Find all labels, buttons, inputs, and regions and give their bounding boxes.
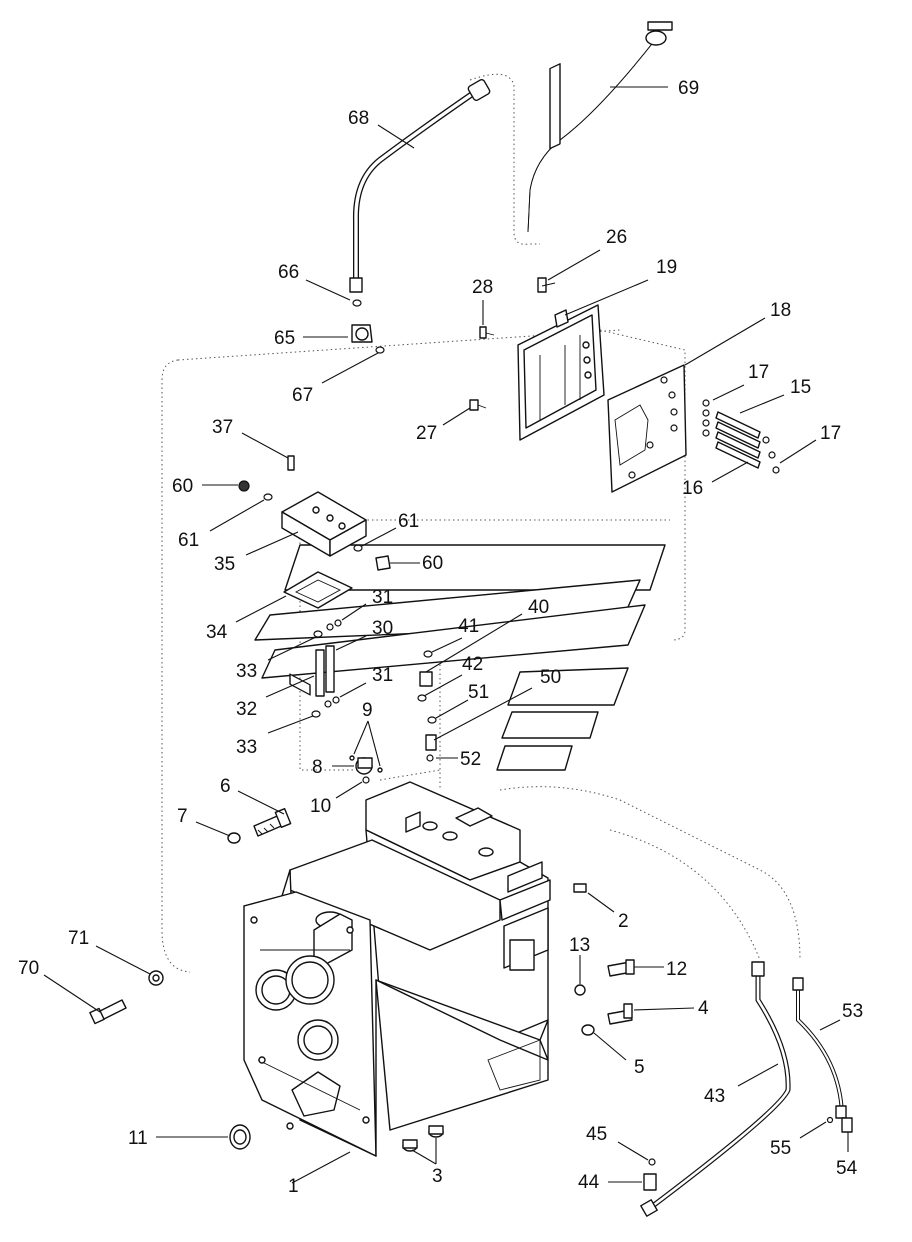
callout-33a: 33 xyxy=(236,661,257,682)
callout-65: 65 xyxy=(274,328,295,349)
callout-15: 15 xyxy=(790,377,811,398)
tubes-30-33 xyxy=(265,603,367,734)
pipe-53 xyxy=(792,977,853,1152)
cover-plate-19 xyxy=(517,63,649,441)
callout-5: 5 xyxy=(634,1057,645,1078)
dipstick-69 xyxy=(527,21,673,233)
pipe-68 xyxy=(349,78,491,293)
callout-42: 42 xyxy=(462,654,483,675)
callout-8: 8 xyxy=(312,757,323,778)
callout-34: 34 xyxy=(206,622,228,643)
callout-60b: 60 xyxy=(422,553,443,574)
callout-67: 67 xyxy=(292,385,313,406)
callout-6: 6 xyxy=(220,776,231,797)
callout-1: 1 xyxy=(288,1176,299,1197)
callout-7: 7 xyxy=(177,806,188,827)
seal-11 xyxy=(156,1124,251,1150)
bolts-2-4-5-12-13 xyxy=(573,883,695,1061)
gasket-34 xyxy=(235,571,353,623)
callout-31a: 31 xyxy=(372,587,393,608)
transmission-housing-1 xyxy=(243,781,551,1184)
callout-12: 12 xyxy=(666,959,687,980)
bolt-6-washer-7 xyxy=(195,790,292,844)
callout-32: 32 xyxy=(236,699,257,720)
callout-70: 70 xyxy=(18,958,39,979)
plugs-3 xyxy=(402,1125,444,1165)
callout-18: 18 xyxy=(770,300,791,321)
callout-10: 10 xyxy=(310,796,331,817)
callout-44: 44 xyxy=(578,1172,600,1193)
callout-4: 4 xyxy=(698,998,709,1019)
callout-2: 2 xyxy=(618,911,629,932)
callout-54: 54 xyxy=(836,1158,858,1179)
callout-69: 69 xyxy=(678,78,699,99)
callout-26: 26 xyxy=(606,227,627,248)
bolt-70-washer-71 xyxy=(43,945,164,1025)
gasket-18 xyxy=(607,317,766,493)
callout-28: 28 xyxy=(472,277,493,298)
callout-55: 55 xyxy=(770,1138,791,1159)
elbow-8-10 xyxy=(332,720,383,799)
callout-31b: 31 xyxy=(372,665,393,686)
fittings-40-52 xyxy=(417,613,533,762)
callout-41: 41 xyxy=(458,616,479,637)
callout-13: 13 xyxy=(569,935,590,956)
callout-43: 43 xyxy=(704,1086,725,1107)
callout-17b: 17 xyxy=(820,423,841,444)
callout-35: 35 xyxy=(214,554,235,575)
fittings-65-66-67 xyxy=(303,279,385,384)
callout-50: 50 xyxy=(540,667,561,688)
callout-16: 16 xyxy=(682,478,703,499)
callout-37: 37 xyxy=(212,417,233,438)
callout-61b: 61 xyxy=(398,511,419,532)
callout-3: 3 xyxy=(432,1166,443,1187)
bolts-26-27-28 xyxy=(442,249,601,426)
callout-40: 40 xyxy=(528,597,549,618)
callout-11: 11 xyxy=(128,1128,148,1149)
callout-45: 45 xyxy=(586,1124,607,1145)
callout-60a: 60 xyxy=(172,476,193,497)
studs-15-16-17 xyxy=(702,384,817,483)
callout-30: 30 xyxy=(372,618,393,639)
callout-66: 66 xyxy=(278,262,299,283)
callout-53: 53 xyxy=(842,1001,863,1022)
pipe-43 xyxy=(608,961,791,1217)
callout-labels: 1 2 3 4 5 6 7 8 9 10 11 12 13 15 16 17 1… xyxy=(18,78,863,1197)
callout-61a: 61 xyxy=(178,530,199,551)
callout-27: 27 xyxy=(416,423,437,444)
callout-68: 68 xyxy=(348,108,369,129)
callout-51: 51 xyxy=(468,682,489,703)
callout-19: 19 xyxy=(656,257,677,278)
callout-71: 71 xyxy=(68,928,89,949)
callout-9: 9 xyxy=(362,700,373,721)
callout-52: 52 xyxy=(460,749,481,770)
callout-17a: 17 xyxy=(748,362,769,383)
valve-body-35 xyxy=(202,432,420,696)
callout-33b: 33 xyxy=(236,737,257,758)
